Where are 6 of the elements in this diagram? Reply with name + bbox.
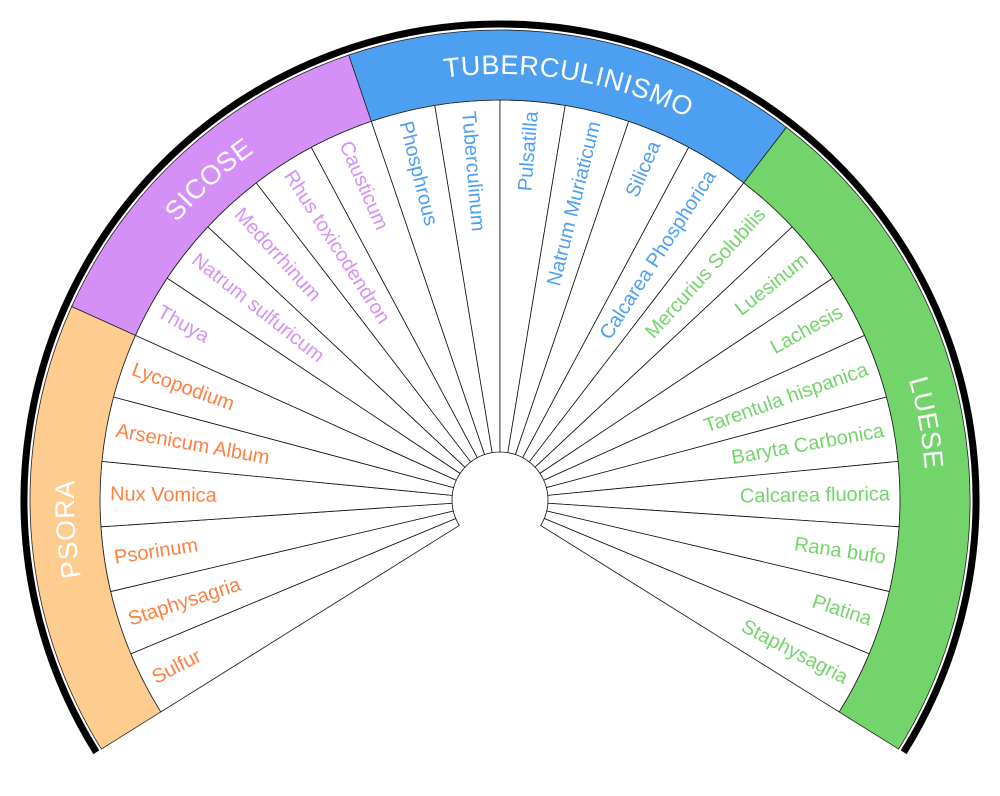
remedy-label: Nux Vomica (110, 483, 217, 507)
remedy-label: Rana bufo (792, 533, 888, 569)
remedy-label: Sulfur (148, 645, 205, 689)
remedy-label: Psorinum (112, 534, 200, 569)
remedy-label: Calcarea fluorica (740, 483, 890, 508)
remedy-label: Arsenicum Album (114, 420, 272, 470)
